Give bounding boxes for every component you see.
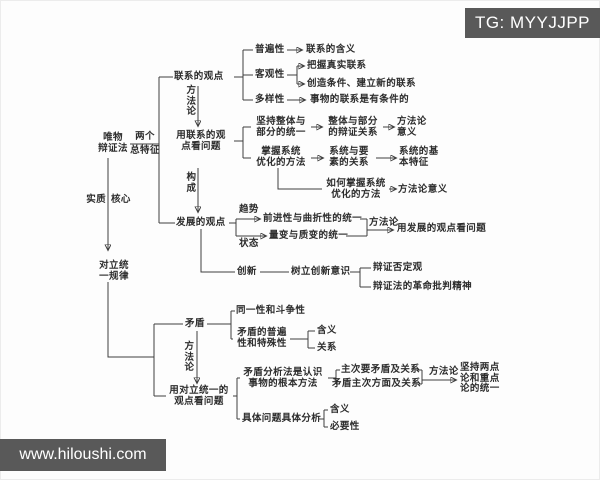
node-root: 唯物 辩证法 bbox=[98, 133, 128, 154]
node-create-new-connection: 创造条件、建立新的联系 bbox=[307, 79, 416, 89]
node-connection-viewpoint: 联系的观点 bbox=[174, 72, 224, 82]
node-dialectical-negation: 辩证否定观 bbox=[373, 263, 423, 273]
edge-label-methodology-2: 方法论 bbox=[369, 218, 399, 228]
watermark-top-text: TG: MYYJJPP bbox=[474, 13, 591, 32]
node-use-unity-viewpoint: 用对立统一的 观点看问题 bbox=[169, 386, 229, 407]
edge-label-methodology-4: 方法论 bbox=[429, 367, 459, 377]
node-principal-secondary-contradiction: 主次要矛盾及关系 bbox=[341, 365, 421, 375]
node-identity-and-struggle: 同一性和斗争性 bbox=[236, 306, 306, 316]
edge-label-trend: 趋势 bbox=[239, 205, 259, 215]
node-two-points-key-points-unity: 坚持两点 论和重点 论的统一 bbox=[460, 363, 500, 394]
edge-label-two-features-top: 两个 bbox=[135, 132, 155, 142]
node-grasp-real-connection: 把握真实联系 bbox=[307, 61, 367, 71]
node-up-meaning: 含义 bbox=[317, 326, 337, 336]
watermark-banner-bottom: www.hiloushi.com bbox=[0, 439, 166, 471]
node-contradiction-analysis-method: 矛盾分析法是认识 事物的根本方法 bbox=[243, 368, 323, 389]
edge-label-constitute: 构 成 bbox=[186, 173, 197, 194]
node-use-connection-viewpoint: 用联系的观 点看问题 bbox=[176, 131, 226, 152]
watermark-bottom-text: www.hiloushi.com bbox=[19, 446, 147, 463]
node-system-element-relation: 系统与要 素的关系 bbox=[329, 147, 369, 168]
edge-label-core: 核心 bbox=[111, 195, 131, 205]
node-concrete-analysis: 具体问题具体分析 bbox=[242, 414, 322, 424]
edge-label-methodology-3: 方 法 论 bbox=[184, 342, 195, 373]
node-method-meaning-b: 方法论意义 bbox=[398, 185, 448, 195]
node-diversity: 多样性 bbox=[255, 95, 285, 105]
node-universality-particularity: 矛盾的普遍 性和特殊性 bbox=[237, 328, 287, 349]
node-whole-part-unity: 坚持整体与 部分的统一 bbox=[256, 117, 306, 138]
node-ca-meaning: 含义 bbox=[330, 405, 350, 415]
node-method-meaning-a: 方法论 意义 bbox=[397, 117, 427, 138]
node-progress-tortuosity-unity: 前进性与曲折性的统一 bbox=[263, 214, 363, 224]
development-links bbox=[200, 219, 393, 288]
edge-label-state: 状态 bbox=[239, 239, 259, 249]
contradiction-links bbox=[197, 310, 456, 428]
node-principal-aspects: 矛盾主次方面及关系 bbox=[332, 379, 422, 389]
node-system-optimization-method: 掌握系统 优化的方法 bbox=[256, 147, 306, 168]
node-system-basic-features: 系统的基 本特征 bbox=[399, 147, 439, 168]
node-up-relation: 关系 bbox=[317, 343, 337, 353]
edge-label-essence: 实质 bbox=[86, 195, 106, 205]
node-development-viewpoint: 发展的观点 bbox=[176, 218, 226, 228]
edge-label-methodology-1: 方 法 论 bbox=[186, 86, 197, 117]
node-universality: 普遍性 bbox=[255, 45, 285, 55]
root-links bbox=[108, 76, 183, 397]
node-ca-necessity: 必要性 bbox=[330, 422, 360, 432]
node-quantitative-qualitative-unity: 量变与质变的统一 bbox=[269, 231, 349, 241]
connection-links bbox=[198, 50, 396, 212]
watermark-banner-top: TG: MYYJJPP bbox=[465, 8, 600, 38]
node-conditional-connection: 事物的联系是有条件的 bbox=[310, 95, 410, 105]
node-unity-of-opposites-law: 对立统 一规律 bbox=[99, 261, 129, 282]
node-how-master-optimization: 如何掌握系统 优化的方法 bbox=[326, 179, 386, 200]
node-objectivity: 客观性 bbox=[255, 70, 285, 80]
node-connection-meaning: 联系的含义 bbox=[306, 45, 356, 55]
node-innovation: 创新 bbox=[237, 267, 257, 277]
edge-label-two-features-bottom: 总特征 bbox=[130, 146, 160, 156]
node-use-development-viewpoint: 用发展的观点看问题 bbox=[397, 224, 487, 234]
node-whole-part-relation: 整体与部分 的辩证关系 bbox=[328, 117, 378, 138]
node-contradiction: 矛盾 bbox=[185, 319, 205, 329]
node-establish-innovation-awareness: 树立创新意识 bbox=[291, 267, 351, 277]
node-revolutionary-critical-spirit: 辩证法的革命批判精神 bbox=[373, 282, 473, 292]
